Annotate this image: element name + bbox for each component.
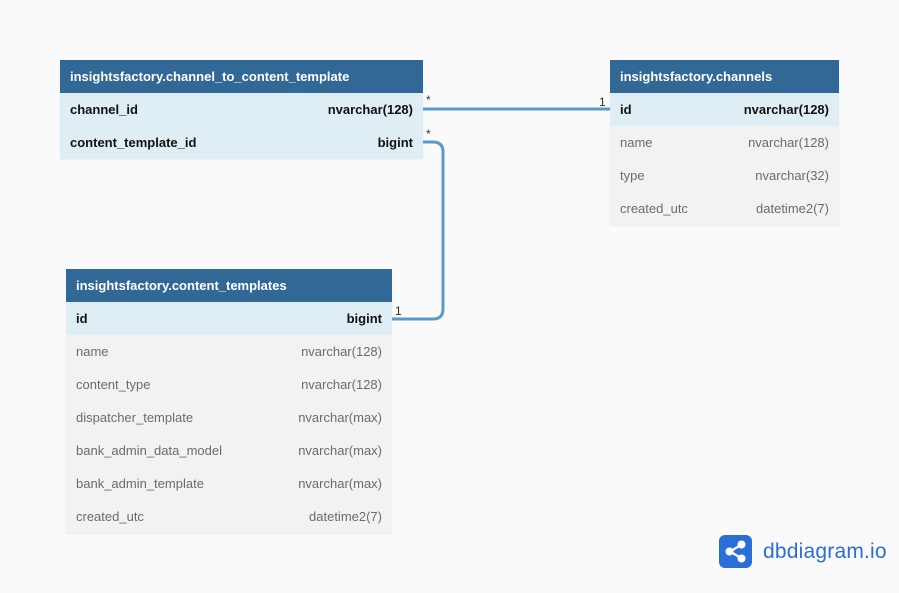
cardinality-one: 1 [395, 304, 402, 318]
field-type: bigint [346, 311, 382, 326]
table-field-content-type[interactable]: content_type nvarchar(128) [66, 368, 392, 401]
table-channels[interactable]: insightsfactory.channels id nvarchar(128… [610, 60, 839, 225]
table-channel-to-content-template[interactable]: insightsfactory.channel_to_content_templ… [60, 60, 423, 159]
field-name: channel_id [70, 102, 138, 117]
share-icon [719, 535, 752, 568]
table-header[interactable]: insightsfactory.content_templates [66, 269, 392, 302]
field-type: nvarchar(32) [755, 168, 829, 183]
field-type: datetime2(7) [309, 509, 382, 524]
field-type: nvarchar(max) [298, 410, 382, 425]
field-name: bank_admin_template [76, 476, 204, 491]
cardinality-one: 1 [599, 95, 606, 109]
table-field-dispatcher-template[interactable]: dispatcher_template nvarchar(max) [66, 401, 392, 434]
field-name: id [620, 102, 632, 117]
field-type: nvarchar(128) [301, 377, 382, 392]
table-field-content-template-id[interactable]: content_template_id bigint [60, 126, 423, 159]
field-name: id [76, 311, 88, 326]
relation-line-content-template[interactable] [392, 140, 445, 321]
table-field-bank-admin-template[interactable]: bank_admin_template nvarchar(max) [66, 467, 392, 500]
field-name: type [620, 168, 645, 183]
field-name: name [620, 135, 653, 150]
cardinality-many: * [426, 127, 431, 141]
table-field-id[interactable]: id bigint [66, 302, 392, 335]
field-type: nvarchar(max) [298, 476, 382, 491]
field-name: bank_admin_data_model [76, 443, 222, 458]
table-header[interactable]: insightsfactory.channel_to_content_templ… [60, 60, 423, 93]
field-type: nvarchar(max) [298, 443, 382, 458]
field-name: content_type [76, 377, 151, 392]
field-name: name [76, 344, 109, 359]
table-field-channel-id[interactable]: channel_id nvarchar(128) [60, 93, 423, 126]
table-field-created-utc[interactable]: created_utc datetime2(7) [66, 500, 392, 533]
table-field-name[interactable]: name nvarchar(128) [66, 335, 392, 368]
table-header[interactable]: insightsfactory.channels [610, 60, 839, 93]
table-field-name[interactable]: name nvarchar(128) [610, 126, 839, 159]
field-type: datetime2(7) [756, 201, 829, 216]
field-type: nvarchar(128) [301, 344, 382, 359]
field-name: dispatcher_template [76, 410, 194, 425]
field-name: content_template_id [70, 135, 197, 150]
field-type: nvarchar(128) [748, 135, 829, 150]
table-field-bank-admin-data-model[interactable]: bank_admin_data_model nvarchar(max) [66, 434, 392, 467]
cardinality-many: * [426, 93, 431, 107]
field-type: nvarchar(128) [327, 102, 413, 117]
table-field-created-utc[interactable]: created_utc datetime2(7) [610, 192, 839, 225]
brand-name: dbdiagram.io [763, 539, 887, 563]
field-name: created_utc [620, 201, 688, 216]
field-name: created_utc [76, 509, 144, 524]
table-field-type[interactable]: type nvarchar(32) [610, 159, 839, 192]
field-type: bigint [377, 135, 413, 150]
table-field-id[interactable]: id nvarchar(128) [610, 93, 839, 126]
table-content-templates[interactable]: insightsfactory.content_templates id big… [66, 269, 392, 533]
dbdiagram-logo[interactable]: dbdiagram.io [719, 535, 887, 568]
field-type: nvarchar(128) [743, 102, 829, 117]
